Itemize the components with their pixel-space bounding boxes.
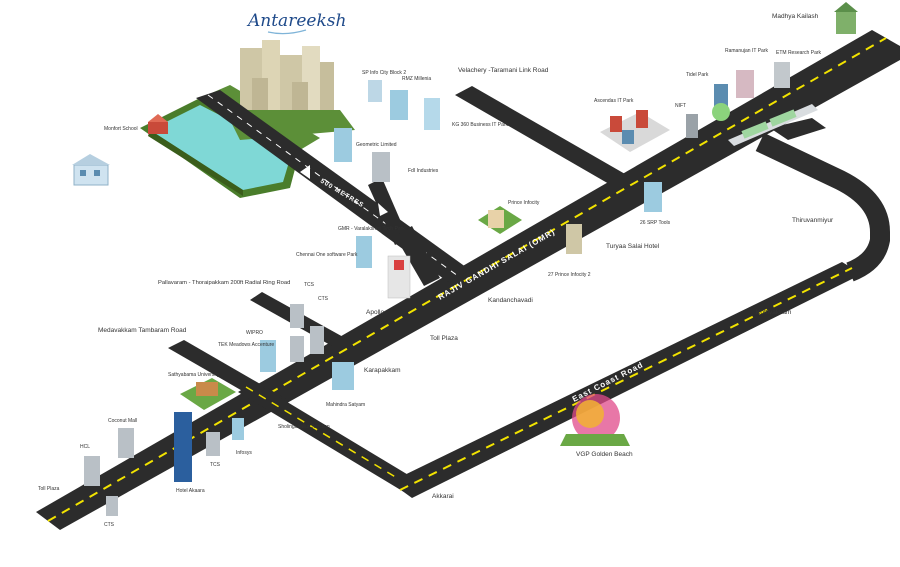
label-ramanujan: Ramanujan IT Park [725, 48, 768, 54]
label-karapakkam: Karapakkam [364, 367, 401, 374]
label-cts-bottom: CTS [104, 522, 115, 528]
buildings [84, 2, 858, 516]
label-ascendas: Ascendas IT Park [594, 98, 634, 104]
place-labels: Madhya Kailash ETM Research Park Ramanuj… [38, 13, 834, 528]
label-wipro: WIPRO [246, 330, 263, 336]
house-icon [72, 154, 110, 186]
label-coconut: Coconut Mall [108, 418, 137, 424]
project-towers [225, 40, 355, 140]
arrow-right-icon [378, 203, 388, 216]
monfort-school-building [148, 114, 168, 134]
label-rmz: RMZ Millenia [402, 76, 431, 82]
label-kandanchavadi: Kandanchavadi [488, 297, 533, 304]
label-kottivakkam: Kottivakkam [756, 309, 791, 316]
arrow-left-icon [300, 165, 310, 179]
label-gmr: GMR - Varalakshmi Tech Park [338, 226, 405, 232]
label-thiruvanmiyur: Thiruvanmiyur [792, 217, 834, 224]
label-prince-infocity-2: 27 Prince Infocity 2 [548, 272, 591, 278]
label-apollo: Apollo [366, 309, 384, 316]
branch-roads [368, 178, 440, 286]
label-turyaa: Turyaa Salai Hotel [606, 243, 660, 250]
metro-rail [728, 104, 818, 146]
label-sholinganallur: Sholinganallur Junction [278, 424, 330, 430]
label-cts-top: CTS [318, 296, 329, 302]
label-geometric: Geometric Limited [356, 142, 397, 148]
label-medavakkam: Medavakkam Tambaram Road [98, 327, 187, 334]
label-tidel: Tidel Park [686, 72, 709, 78]
label-akkarai: Akkarai [432, 493, 454, 500]
logo-swoosh [267, 29, 307, 35]
label-hcl: HCL [80, 444, 90, 450]
label-srp-tools: 26 SRP Tools [640, 220, 671, 226]
label-sp-infocity: SP Info City Block 2 [362, 70, 406, 76]
label-prince-infocity: Prince Infocity [508, 200, 540, 206]
ecr-road [390, 262, 862, 498]
label-nift: NIFT [675, 103, 686, 109]
velachery-label: Velachery -Taramani Link Road [458, 67, 549, 74]
label-tek: TEK Meadows Accenture [218, 342, 274, 348]
label-vgp: VGP Golden Beach [576, 451, 633, 458]
label-madhya-kailash: Madhya Kailash [772, 13, 819, 20]
label-etm: ETM Research Park [776, 50, 822, 56]
label-pallavaram: Pallavaram - Thoraipakkam 200ft Radial R… [158, 280, 290, 286]
label-toll-plaza: Toll Plaza [430, 335, 458, 342]
label-toll-plaza-left: Toll Plaza [38, 486, 60, 492]
sholinganallur-road [238, 382, 420, 492]
label-sathyabama: Sathyabama University [168, 372, 220, 378]
label-infosys: Infosys [236, 450, 252, 456]
logo-text: Antareeksh [246, 11, 346, 31]
label-chennai-one: Chennai One software Park [296, 252, 358, 258]
label-mahindra: Mahindra Satyam [326, 402, 365, 408]
label-monfort: Monfort School [104, 126, 138, 132]
thiruvanmiyur-connector [755, 118, 890, 282]
label-tcs-bottom: TCS [210, 462, 221, 468]
label-fdl: FdI Industries [408, 168, 439, 174]
velachery-link-road [455, 86, 632, 188]
label-tcs-top: TCS [304, 282, 315, 288]
label-hotel-akaara: Hotel Akaara [176, 488, 205, 494]
label-kg360: KG 360 Business IT Park [452, 122, 509, 128]
